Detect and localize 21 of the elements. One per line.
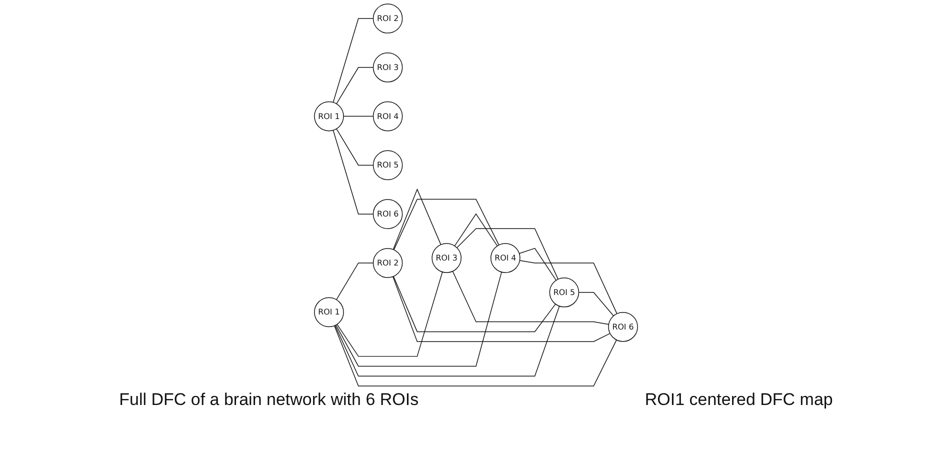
connector <box>334 325 617 386</box>
connector <box>518 248 557 281</box>
connector <box>392 188 442 250</box>
connector <box>343 116 374 117</box>
connector <box>452 270 610 325</box>
connector <box>393 276 556 332</box>
caption: ROI1 centered DFC map <box>644 390 833 410</box>
caption: Full DFC of a brain network with 6 ROIs <box>119 390 419 410</box>
connector <box>394 198 500 250</box>
connector <box>392 276 610 342</box>
connector <box>336 272 443 357</box>
connector <box>578 292 614 316</box>
connector <box>336 272 502 367</box>
connector <box>336 128 374 166</box>
connector <box>334 306 560 376</box>
connector <box>332 18 374 103</box>
connector <box>519 260 618 314</box>
connector <box>336 67 374 104</box>
connector <box>332 130 374 214</box>
connector <box>336 262 374 300</box>
connector <box>456 228 558 280</box>
